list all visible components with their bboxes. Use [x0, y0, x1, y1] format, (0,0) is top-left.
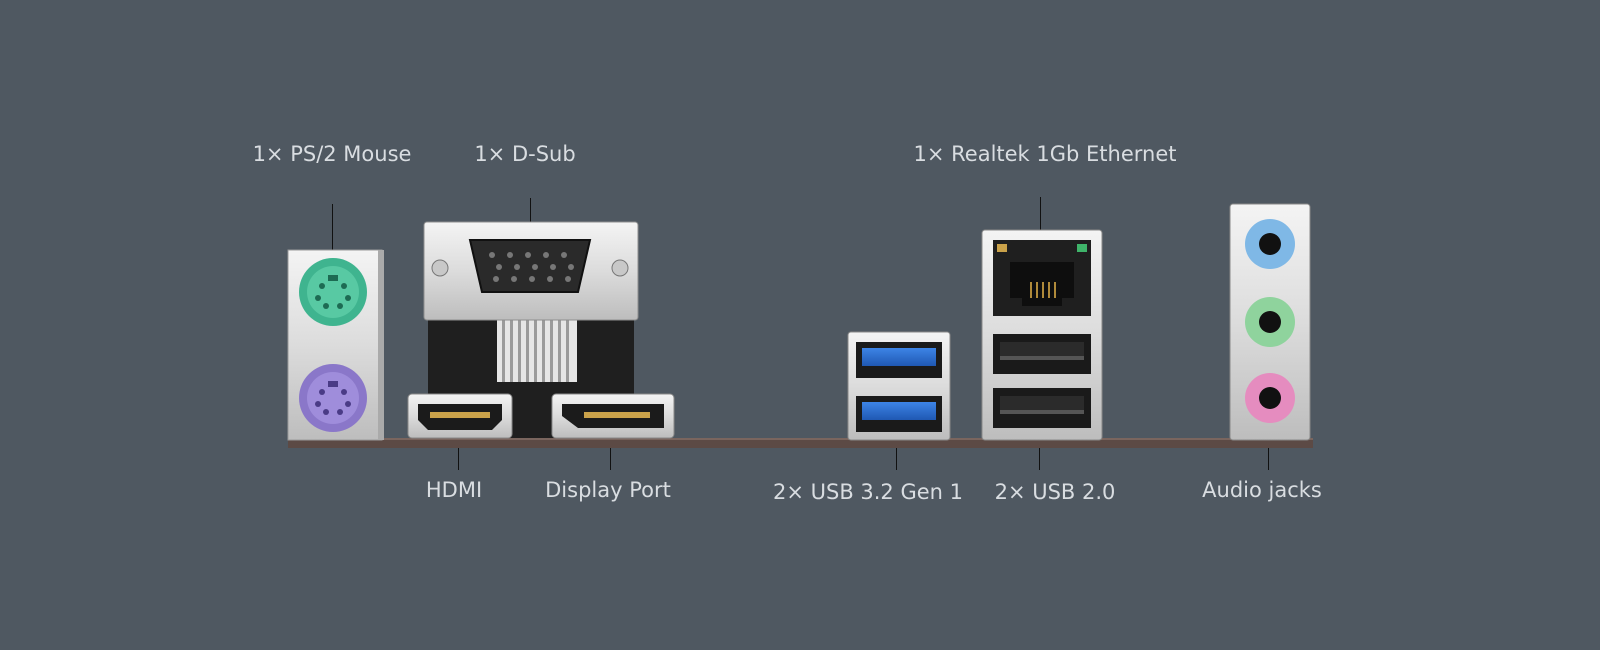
leader-dsub: [530, 198, 531, 238]
leader-audio: [1268, 436, 1269, 470]
audio-jack-icon: [1229, 203, 1311, 441]
usb3-port-icon: [847, 331, 951, 441]
displayport-icon: [551, 393, 675, 439]
leader-ps2: [332, 204, 333, 264]
label-usb20: 2× USB 2.0: [994, 480, 1116, 504]
leader-hdmi: [458, 430, 459, 470]
label-audio-jacks: Audio jacks: [1202, 478, 1322, 502]
label-hdmi: HDMI: [425, 478, 483, 502]
usb2-port-icon: [993, 334, 1091, 428]
pcb-edge: [288, 438, 1313, 448]
label-ethernet: 1× Realtek 1Gb Ethernet: [913, 142, 1177, 166]
label-displayport: Display Port: [545, 478, 671, 502]
leader-displayport: [610, 432, 611, 470]
ps2-port-icon: [287, 249, 384, 441]
leader-ethernet: [1040, 197, 1041, 242]
label-usb32: 2× USB 3.2 Gen 1: [772, 480, 964, 504]
leader-usb32: [896, 428, 897, 470]
label-ps2-mouse: 1× PS/2 Mouse: [252, 142, 412, 166]
label-d-sub: 1× D-Sub: [474, 142, 576, 166]
hdmi-port-icon: [407, 393, 513, 439]
